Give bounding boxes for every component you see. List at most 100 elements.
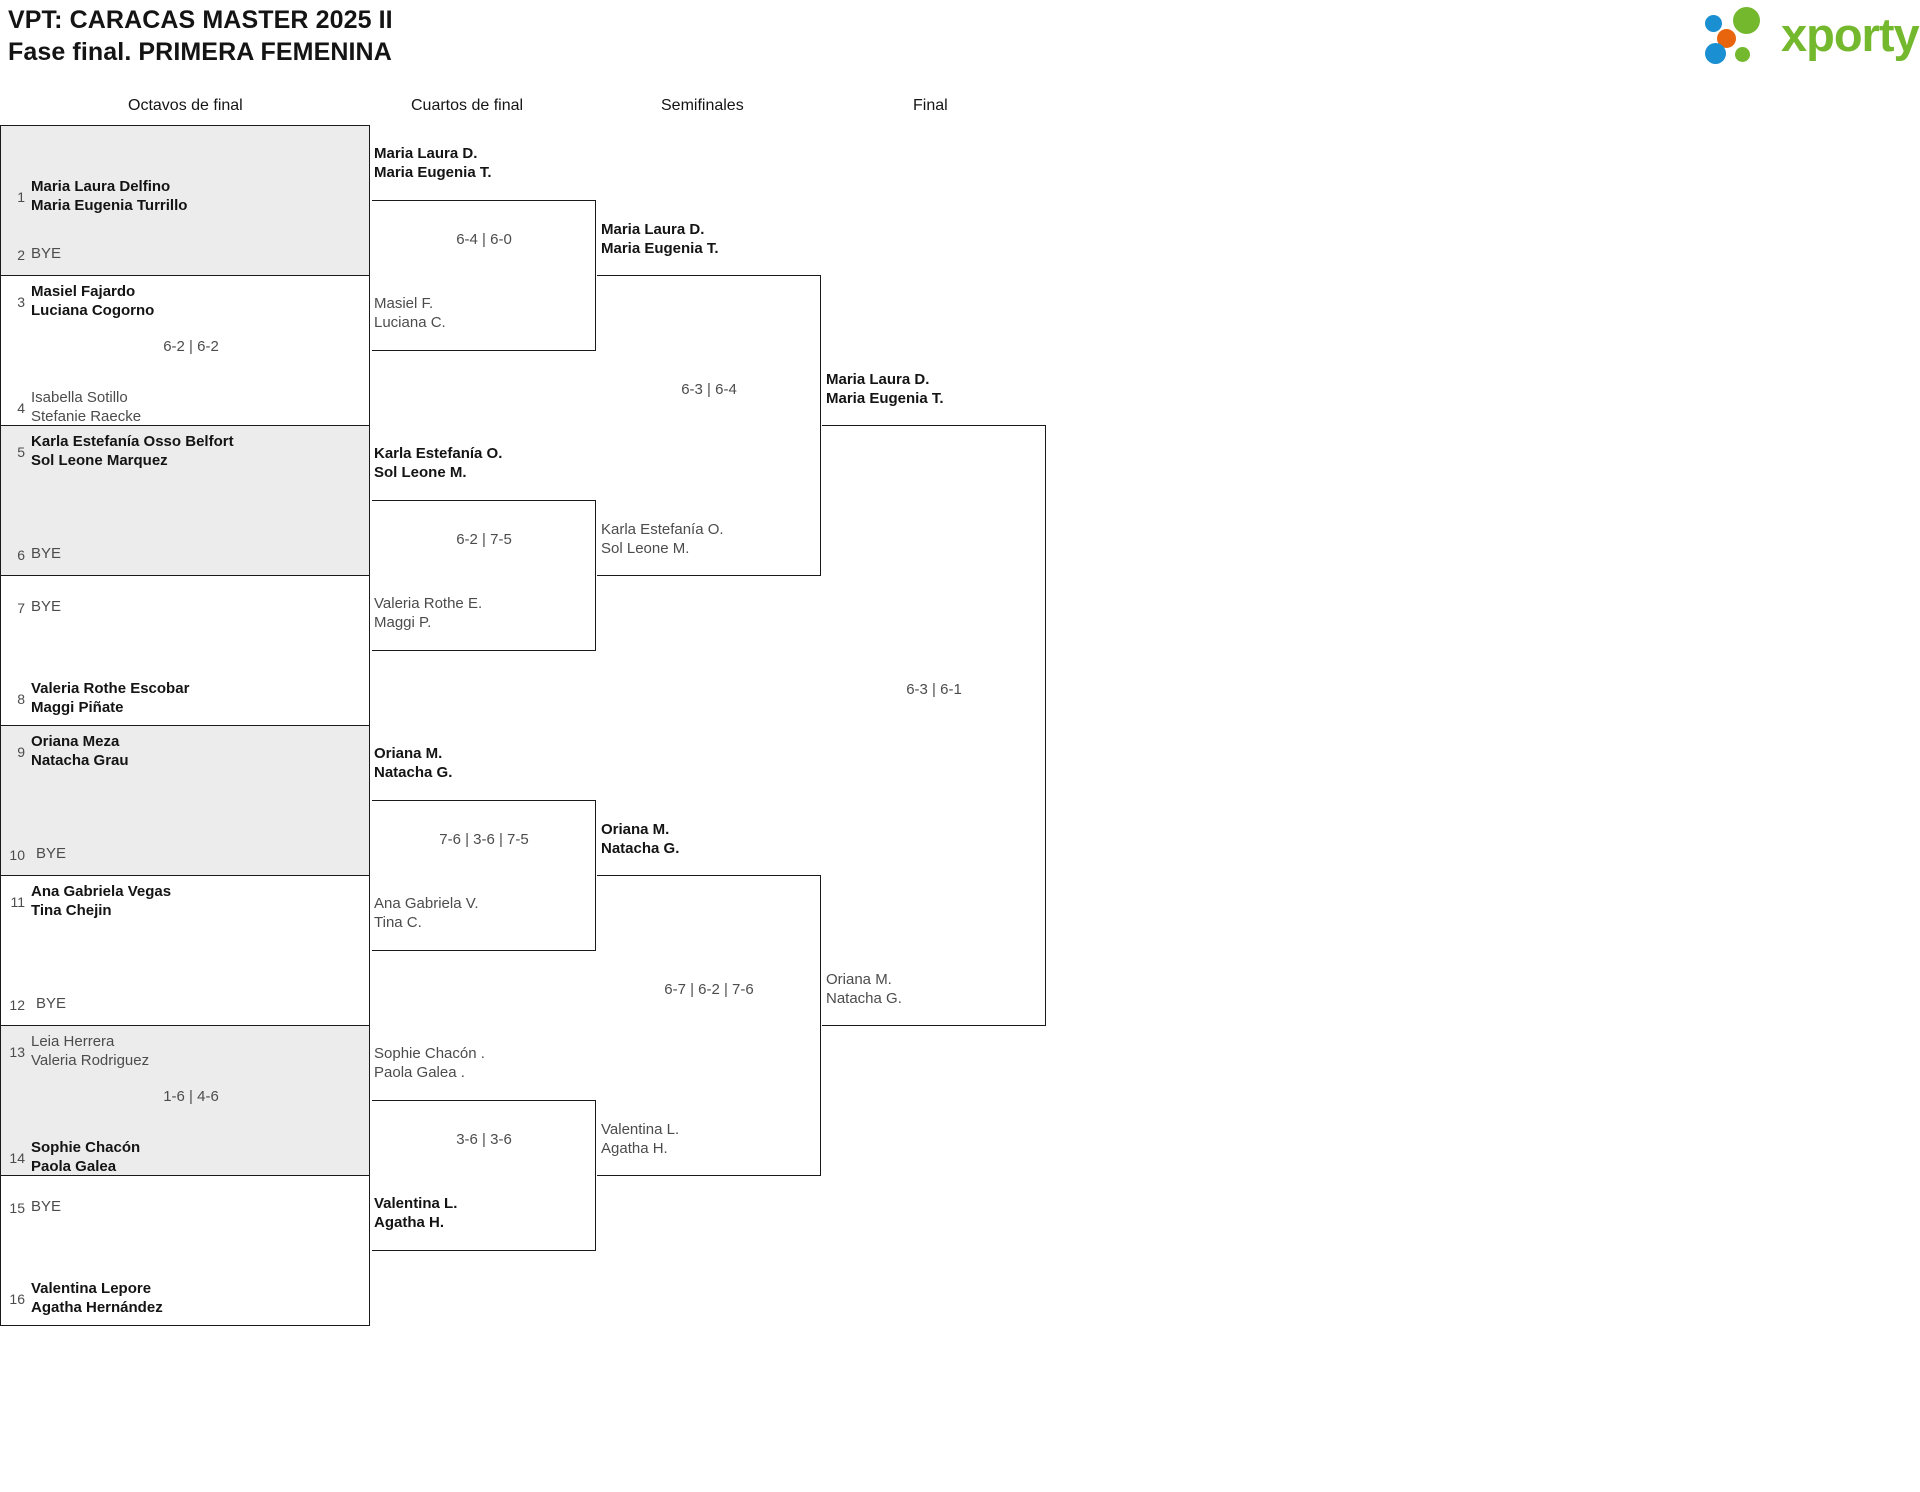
team-player-1: Masiel Fajardo [31, 283, 136, 300]
team-player-2: Stefanie Raecke [31, 408, 142, 425]
team-player-1: Ana Gabriela Vegas [31, 883, 172, 900]
r16-match-7[interactable]: 13 Leia Herrera Valeria Rodriguez 14 Sop… [0, 1025, 370, 1176]
seed-number: 12 [9, 997, 25, 1013]
seed-number: 16 [9, 1291, 25, 1307]
qf1-top-player-2: Maria Eugenia T. [374, 164, 492, 181]
match-score: 6-2 | 6-2 [163, 338, 219, 355]
team-player-2: Valeria Rodriguez [31, 1052, 150, 1069]
qf-match-box-3[interactable] [372, 800, 596, 951]
qf2-score: 6-2 | 7-5 [456, 531, 512, 548]
seed-number: 11 [10, 894, 25, 910]
team-player-2: Tina Chejin [31, 902, 112, 919]
team-player-1: Karla Estefanía Osso Belfort [31, 433, 234, 450]
sf2-score: 6-7 | 6-2 | 7-6 [664, 981, 754, 998]
r16-match-1[interactable]: 1 Maria Laura Delfino Maria Eugenia Turr… [0, 125, 370, 276]
qf1-top-player-1: Maria Laura D. [374, 145, 478, 162]
qf4-top-player-1: Sophie Chacón . [374, 1045, 485, 1062]
qf3-top-player-2: Natacha G. [374, 764, 453, 781]
sf-match-box-2[interactable] [597, 875, 821, 1176]
r16-match-6[interactable]: 11 Ana Gabriela Vegas Tina Chejin 12 BYE [0, 875, 370, 1026]
team-player-2: Sol Leone Marquez [31, 452, 168, 469]
tournament-title: VPT: CARACAS MASTER 2025 II [8, 6, 393, 34]
qf2-bottom-player-1: Valeria Rothe E. [374, 595, 483, 612]
final-bottom-player-1: Oriana M. [826, 971, 892, 988]
team-bye: BYE [36, 995, 67, 1012]
team-bye: BYE [36, 845, 67, 862]
seed-number: 5 [17, 444, 25, 460]
team-player-2: Agatha Hernández [31, 1299, 163, 1316]
seed-number: 1 [17, 189, 25, 205]
qf4-score: 3-6 | 3-6 [456, 1131, 512, 1148]
r16-match-5[interactable]: 9 Oriana Meza Natacha Grau 10 BYE [0, 725, 370, 876]
team-player-2: Maria Eugenia Turrillo [31, 197, 188, 214]
round-header-cuartos: Cuartos de final [411, 97, 524, 114]
logo-dots-icon [1705, 5, 1779, 67]
sf1-top-player-1: Maria Laura D. [601, 221, 705, 238]
team-bye: BYE [31, 1198, 62, 1215]
team-player-1: Oriana Meza [31, 733, 120, 750]
team-player-1: Isabella Sotillo [31, 389, 128, 406]
title-block: VPT: CARACAS MASTER 2025 II Fase final. … [8, 4, 393, 68]
seed-number: 15 [9, 1200, 25, 1216]
logo-wordmark: xporty [1781, 8, 1920, 61]
qf-match-box-2[interactable] [372, 500, 596, 651]
team-player-2: Maggi Piñate [31, 699, 124, 716]
qf3-top-player-1: Oriana M. [374, 745, 443, 762]
page-header: VPT: CARACAS MASTER 2025 II Fase final. … [0, 0, 1920, 88]
r16-match-3[interactable]: 5 Karla Estefanía Osso Belfort Sol Leone… [0, 425, 370, 576]
qf3-bottom-player-2: Tina C. [374, 914, 422, 931]
sf1-bottom-player-1: Karla Estefanía O. [601, 521, 724, 538]
seed-number: 13 [9, 1044, 25, 1060]
qf3-bottom-player-1: Ana Gabriela V. [374, 895, 479, 912]
final-match-box[interactable] [822, 425, 1046, 1026]
qf1-score: 6-4 | 6-0 [456, 231, 512, 248]
sf1-bottom-player-2: Sol Leone M. [601, 540, 690, 557]
team-player-1: Maria Laura Delfino [31, 178, 171, 195]
qf1-bottom-player-1: Masiel F. [374, 295, 434, 312]
qf2-top-player-1: Karla Estefanía O. [374, 445, 503, 462]
round-header-octavos: Octavos de final [128, 97, 243, 114]
qf4-top-player-2: Paola Galea . [374, 1064, 465, 1081]
seed-number: 2 [17, 247, 25, 263]
team-bye: BYE [31, 545, 62, 562]
team-player-1: Leia Herrera [31, 1033, 115, 1050]
round-header-semifinales: Semifinales [661, 97, 744, 114]
qf3-score: 7-6 | 3-6 | 7-5 [439, 831, 529, 848]
team-player-2: Luciana Cogorno [31, 302, 155, 319]
tournament-subtitle: Fase final. PRIMERA FEMENINA [8, 38, 392, 66]
qf4-bottom-player-2: Agatha H. [374, 1214, 445, 1231]
team-player-1: Sophie Chacón [31, 1139, 141, 1156]
sf2-top-player-1: Oriana M. [601, 821, 670, 838]
sf1-score: 6-3 | 6-4 [681, 381, 737, 398]
qf4-bottom-player-1: Valentina L. [374, 1195, 458, 1212]
qf-match-box-1[interactable] [372, 200, 596, 351]
team-player-2: Paola Galea [31, 1158, 117, 1175]
team-player-2: Natacha Grau [31, 752, 129, 769]
final-score: 6-3 | 6-1 [906, 681, 962, 698]
final-top-player-2: Maria Eugenia T. [826, 390, 944, 407]
qf1-bottom-player-2: Luciana C. [374, 314, 446, 331]
team-bye: BYE [31, 598, 62, 615]
sf-match-box-1[interactable] [597, 275, 821, 576]
sf2-bottom-player-2: Agatha H. [601, 1140, 668, 1157]
seed-number: 4 [17, 400, 25, 416]
r16-match-4[interactable]: 7 BYE 8 Valeria Rothe Escobar Maggi Piña… [0, 575, 370, 726]
seed-number: 9 [17, 744, 25, 760]
sf1-top-player-2: Maria Eugenia T. [601, 240, 719, 257]
sf2-bottom-player-1: Valentina L. [601, 1121, 680, 1138]
r16-match-2[interactable]: 3 Masiel Fajardo Luciana Cogorno 4 Isabe… [0, 275, 370, 426]
qf2-bottom-player-2: Maggi P. [374, 614, 432, 631]
seed-number: 10 [9, 847, 25, 863]
round-header-final: Final [913, 97, 948, 114]
final-bottom-player-2: Natacha G. [826, 990, 902, 1007]
match-score: 1-6 | 4-6 [163, 1088, 219, 1105]
seed-number: 7 [17, 600, 25, 616]
seed-number: 8 [17, 691, 25, 707]
team-player-1: Valentina Lepore [31, 1280, 152, 1297]
qf-match-box-4[interactable] [372, 1100, 596, 1251]
r16-match-8[interactable]: 15 BYE 16 Valentina Lepore Agatha Hernán… [0, 1175, 370, 1326]
seed-number: 3 [17, 294, 25, 310]
final-top-player-1: Maria Laura D. [826, 371, 930, 388]
sf2-top-player-2: Natacha G. [601, 840, 680, 857]
xporty-logo[interactable]: xporty [1705, 5, 1920, 67]
